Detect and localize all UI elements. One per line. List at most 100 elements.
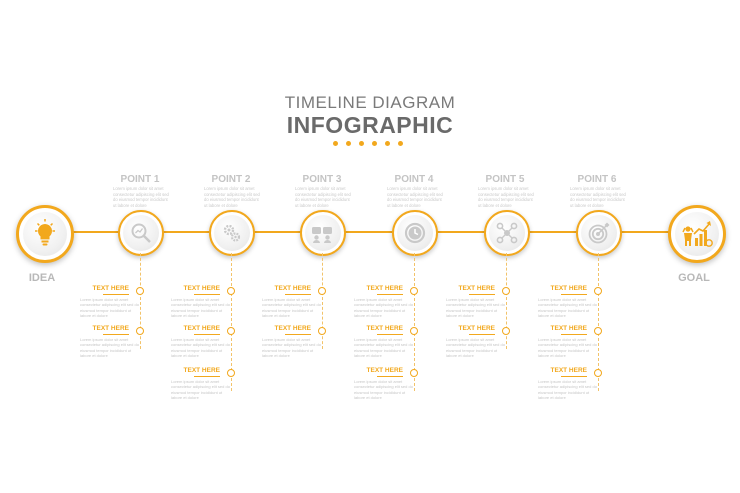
idea-node <box>16 205 74 263</box>
point-4-item-2-underline <box>377 334 403 335</box>
point-1-description: Lorem ipsum dolor sit amet consectetur a… <box>113 186 169 208</box>
point-1-label: POINT 1 <box>120 174 160 185</box>
point-6-node <box>576 210 622 256</box>
idea-label: IDEA <box>28 272 56 284</box>
point-2-item-3-underline <box>194 376 220 377</box>
point-4-item-2-dot <box>410 327 418 335</box>
point-2-node <box>209 210 255 256</box>
point-5-item-1-title: TEXT HERE <box>458 285 495 292</box>
point-2-item-1-body: Lorem ipsum dolor sit amet consectetur a… <box>171 297 230 318</box>
point-1-item-1-underline <box>103 294 129 295</box>
point-2-description: Lorem ipsum dolor sit amet consectetur a… <box>204 186 260 208</box>
point-5-item-2-dot <box>502 327 510 335</box>
point-3-connector <box>322 253 323 349</box>
point-4-item-3-underline <box>377 376 403 377</box>
point-3-item-2-body: Lorem ipsum dolor sit amet consectetur a… <box>262 337 321 358</box>
point-2-item-2-body: Lorem ipsum dolor sit amet consectetur a… <box>171 337 230 358</box>
point-6-connector <box>598 253 599 391</box>
point-5-item-1-underline <box>469 294 495 295</box>
growth-chart-person-icon <box>682 221 713 247</box>
point-4-item-1-underline <box>377 294 403 295</box>
point-6-item-3-body: Lorem ipsum dolor sit amet consectetur a… <box>538 379 597 400</box>
point-3-item-1-underline <box>285 294 311 295</box>
point-4-node <box>392 210 438 256</box>
point-4-item-1-title: TEXT HERE <box>366 285 403 292</box>
title-line-1: TIMELINE DIAGRAM <box>284 93 456 112</box>
point-2-item-2-underline <box>194 334 220 335</box>
point-6-item-3-underline <box>561 376 587 377</box>
point-6-item-2-dot <box>594 327 602 335</box>
point-1-node <box>118 210 164 256</box>
lightbulb-icon <box>35 219 55 246</box>
point-4-item-3-dot <box>410 369 418 377</box>
point-6-item-1-body: Lorem ipsum dolor sit amet consectetur a… <box>538 297 597 318</box>
point-3-item-1-dot <box>318 287 326 295</box>
point-1-item-2-dot <box>136 327 144 335</box>
point-6-item-1-title: TEXT HERE <box>550 285 587 292</box>
point-1-item-2-body: Lorem ipsum dolor sit amet consectetur a… <box>80 337 139 358</box>
point-1-item-2-title: TEXT HERE <box>92 325 129 332</box>
point-2-item-3-title: TEXT HERE <box>183 367 220 374</box>
point-5-node <box>484 210 530 256</box>
point-4-connector <box>414 253 415 391</box>
point-1-item-1-title: TEXT HERE <box>92 285 129 292</box>
point-2-item-1-dot <box>227 287 235 295</box>
goal-node <box>668 205 726 263</box>
point-5-connector <box>506 253 507 349</box>
point-3-item-1-body: Lorem ipsum dolor sit amet consectetur a… <box>262 297 321 318</box>
point-4-label: POINT 4 <box>394 174 434 185</box>
network-icon <box>496 222 518 244</box>
point-6-item-2-body: Lorem ipsum dolor sit amet consectetur a… <box>538 337 597 358</box>
point-6-item-1-dot <box>594 287 602 295</box>
point-5-item-2-title: TEXT HERE <box>458 325 495 332</box>
point-4-item-2-title: TEXT HERE <box>366 325 403 332</box>
point-6-description: Lorem ipsum dolor sit amet consectetur a… <box>570 186 626 208</box>
point-4-description: Lorem ipsum dolor sit amet consectetur a… <box>387 186 443 208</box>
point-6-item-3-dot <box>594 369 602 377</box>
point-5-label: POINT 5 <box>485 174 525 185</box>
point-1-item-2-underline <box>103 334 129 335</box>
point-4-item-1-dot <box>410 287 418 295</box>
title-line-2: INFOGRAPHIC <box>286 112 454 138</box>
point-1-connector <box>140 253 141 349</box>
point-2-item-2-dot <box>227 327 235 335</box>
point-2-item-2-title: TEXT HERE <box>183 325 220 332</box>
target-icon <box>588 222 610 244</box>
point-2-item-3-body: Lorem ipsum dolor sit amet consectetur a… <box>171 379 230 400</box>
point-2-item-3-dot <box>227 369 235 377</box>
decorative-dots <box>333 141 413 147</box>
point-2-connector <box>231 253 232 391</box>
search-analytics-icon <box>131 223 151 243</box>
point-5-item-2-underline <box>469 334 495 335</box>
point-6-item-1-underline <box>561 294 587 295</box>
point-5-item-1-dot <box>502 287 510 295</box>
point-1-item-1-dot <box>136 287 144 295</box>
point-5-description: Lorem ipsum dolor sit amet consectetur a… <box>478 186 534 208</box>
point-1-item-1-body: Lorem ipsum dolor sit amet consectetur a… <box>80 297 139 318</box>
clock-icon <box>404 222 426 244</box>
gears-icon <box>223 224 241 242</box>
point-3-item-1-title: TEXT HERE <box>274 285 311 292</box>
point-3-node <box>300 210 346 256</box>
goal-label: GOAL <box>678 272 710 284</box>
point-4-item-3-title: TEXT HERE <box>366 367 403 374</box>
point-6-item-2-title: TEXT HERE <box>550 325 587 332</box>
point-4-item-3-body: Lorem ipsum dolor sit amet consectetur a… <box>354 379 413 400</box>
point-5-item-2-body: Lorem ipsum dolor sit amet consectetur a… <box>446 337 505 358</box>
point-2-item-1-underline <box>194 294 220 295</box>
point-5-item-1-body: Lorem ipsum dolor sit amet consectetur a… <box>446 297 505 318</box>
point-4-item-2-body: Lorem ipsum dolor sit amet consectetur a… <box>354 337 413 358</box>
point-2-label: POINT 2 <box>211 174 251 185</box>
point-4-item-1-body: Lorem ipsum dolor sit amet consectetur a… <box>354 297 413 318</box>
point-6-item-2-underline <box>561 334 587 335</box>
point-6-item-3-title: TEXT HERE <box>550 367 587 374</box>
point-2-item-1-title: TEXT HERE <box>183 285 220 292</box>
point-3-item-2-title: TEXT HERE <box>274 325 311 332</box>
point-3-item-2-underline <box>285 334 311 335</box>
team-icon <box>312 227 332 243</box>
point-3-item-2-dot <box>318 327 326 335</box>
point-6-label: POINT 6 <box>577 174 617 185</box>
point-3-description: Lorem ipsum dolor sit amet consectetur a… <box>295 186 351 208</box>
timeline-line <box>42 231 697 233</box>
point-3-label: POINT 3 <box>302 174 342 185</box>
